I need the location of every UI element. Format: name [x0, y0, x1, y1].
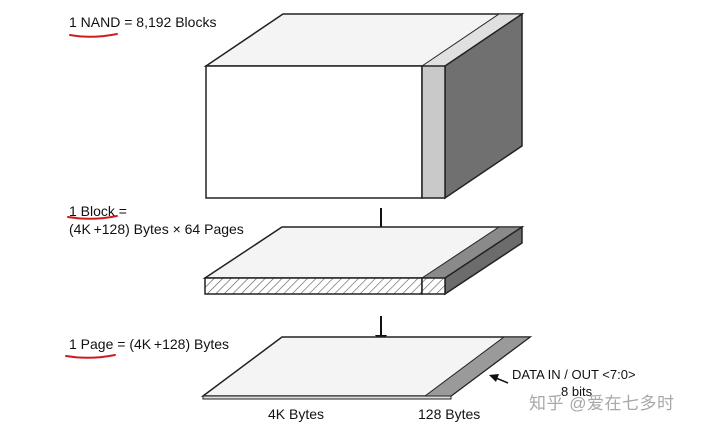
arrow-left-icon: [489, 374, 509, 384]
block-underline: [67, 215, 118, 220]
block-slab-front: [204, 277, 423, 295]
block-size-label: (4K +128) Bytes × 64 Pages: [69, 221, 244, 237]
spare-area-label: 128 Bytes: [418, 406, 481, 422]
page-sheet-edge: [202, 395, 452, 400]
nand-cube-front: [205, 65, 423, 199]
watermark: 知乎 @爱在七多时: [529, 394, 675, 413]
nand-cube-spare-front: [421, 65, 446, 199]
main-area-label: 4K Bytes: [268, 406, 325, 422]
page-sheet: [200, 336, 533, 400]
data-io-label: DATA IN / OUT <7:0>: [512, 367, 636, 382]
page-label: 1 Page = (4K +128) Bytes: [69, 336, 230, 352]
nand-cube: [203, 12, 525, 200]
block-slab-spare-front: [421, 277, 446, 295]
page-underline: [65, 354, 116, 359]
bits-label: 8 bits: [561, 384, 593, 399]
block-label: 1 Block =: [69, 203, 127, 219]
block-slab: [202, 225, 525, 296]
nand-underline: [69, 33, 118, 38]
red-underlines: [65, 33, 118, 359]
nand-label: 1 NAND = 8,192 Blocks: [69, 14, 217, 30]
